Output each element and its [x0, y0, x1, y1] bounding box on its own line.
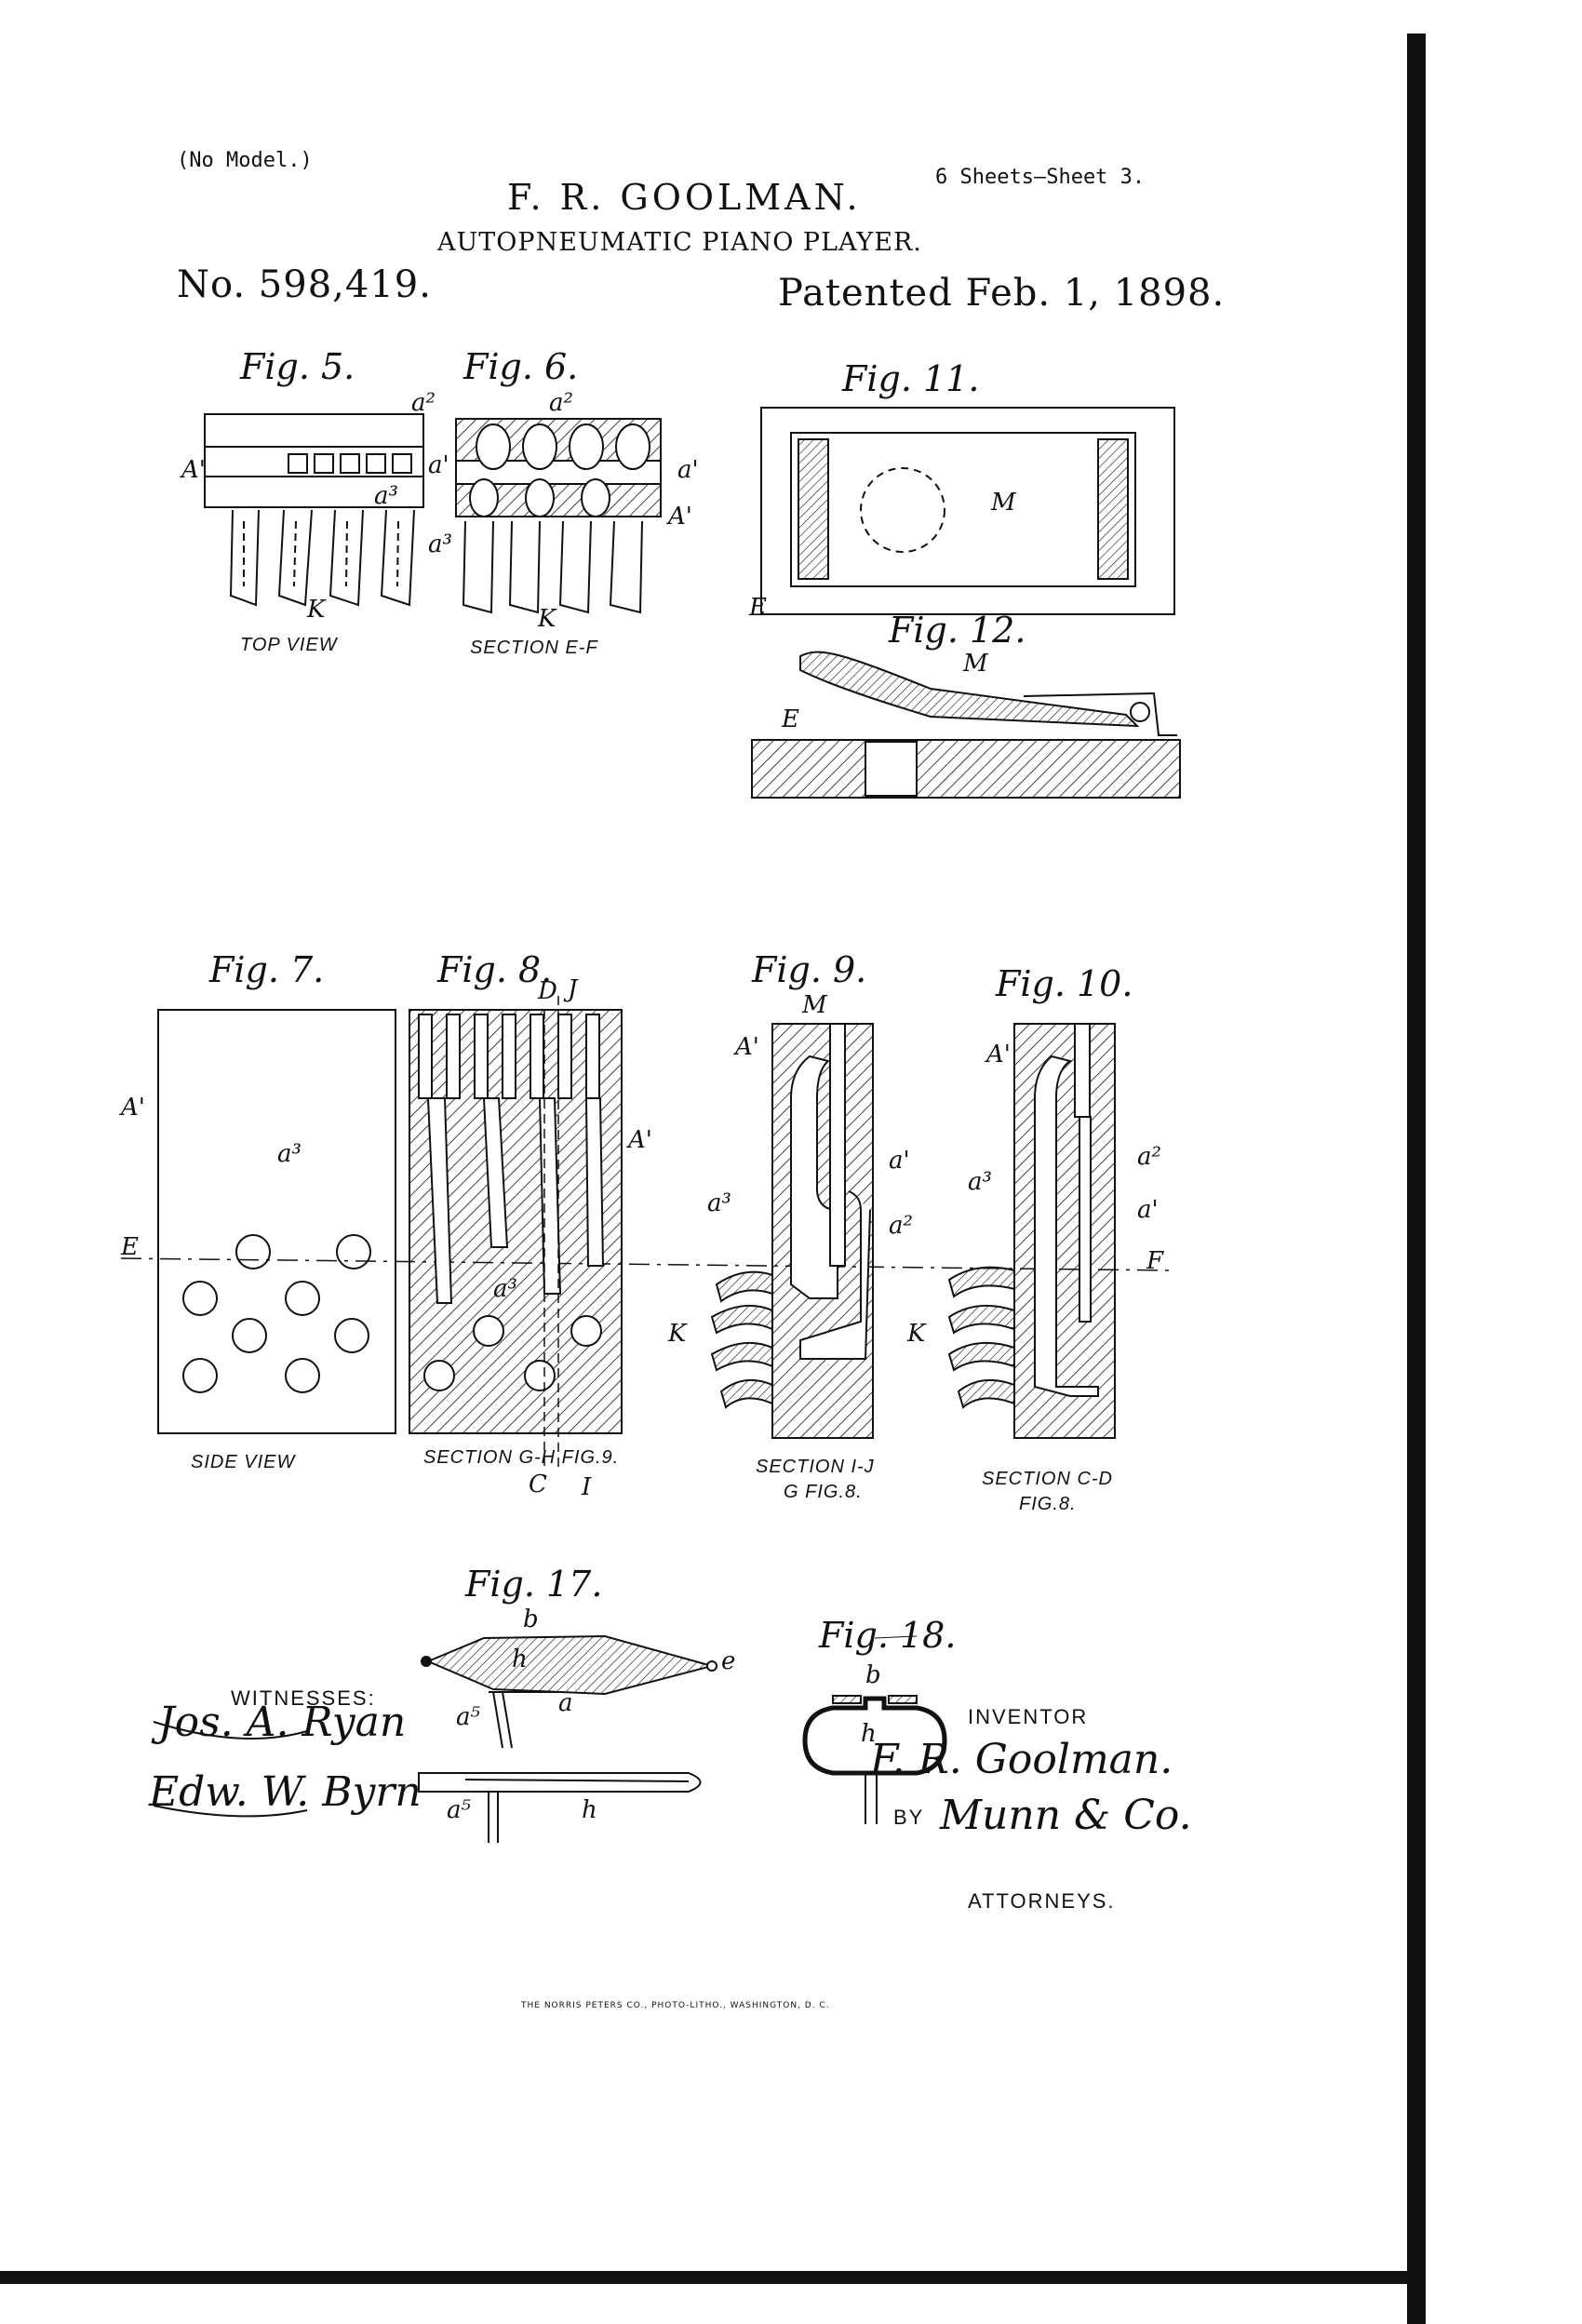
patent-number: No. 598,419.: [177, 263, 432, 306]
ref-a5-fig17-bottom: a⁵: [447, 1796, 471, 1824]
fig18-label: Fig. 18.: [819, 1615, 957, 1656]
ref-M-fig11: M: [991, 489, 1016, 517]
fig9-drawing: [710, 1023, 874, 1439]
ref-h-fig17-bottom: h: [582, 1796, 597, 1824]
inventor-signature: F. R. Goolman.: [870, 1736, 1173, 1783]
ref-h-fig18: h: [861, 1720, 877, 1748]
ref-A1-fig8: A': [628, 1126, 652, 1154]
ref-h-fig17: h: [512, 1646, 528, 1673]
fig5-drawing: [204, 413, 424, 607]
fig11-drawing: [760, 407, 1175, 615]
fig12-label: Fig. 12.: [889, 610, 1026, 651]
caption-section-cd-sub: FIG.8.: [1019, 1494, 1077, 1514]
ref-a-fig17: a: [558, 1689, 573, 1717]
patent-date: Patented Feb. 1, 1898.: [778, 272, 1226, 315]
caption-section-cd: SECTION C-D: [982, 1469, 1113, 1489]
ref-a1-fig9: a': [889, 1147, 910, 1175]
ref-a3-fig8: a³: [493, 1275, 517, 1303]
caption-section-gh: SECTION G-H FIG.9.: [423, 1447, 620, 1468]
caption-section-ij-sub: G FIG.8.: [784, 1482, 863, 1502]
witness-signature-1: Jos. A. Ryan: [158, 1699, 407, 1746]
ref-F-fig10: F: [1146, 1247, 1164, 1275]
ref-a1-fig5: a': [428, 451, 449, 479]
ref-A1-fig5: A': [181, 456, 206, 484]
caption-section-ef: SECTION E-F: [470, 638, 598, 658]
fig9-label: Fig. 9.: [752, 949, 867, 990]
ref-I-fig8: I: [582, 1473, 592, 1501]
ref-a3-fig5: a³: [374, 482, 398, 510]
ref-E-fig11: E: [749, 594, 767, 622]
ref-K-fig5: K: [307, 596, 326, 624]
fig17-label: Fig. 17.: [465, 1564, 603, 1605]
witness-signature-2: Edw. W. Byrn: [149, 1768, 422, 1816]
ref-a2-fig9: a²: [889, 1212, 913, 1240]
ref-E-fig7: E: [121, 1233, 139, 1261]
ref-C-fig8: C: [529, 1471, 547, 1498]
ref-a1-fig6: a': [677, 456, 699, 484]
scan-bottom-edge: [0, 2271, 1424, 2284]
attorney-signature: Munn & Co.: [940, 1792, 1192, 1839]
witnesses-label: WITNESSES:: [231, 1686, 376, 1710]
ref-b-fig18: b: [865, 1661, 881, 1689]
fig18-drawing: [802, 1695, 947, 1824]
ref-a2-fig5: a²: [411, 389, 436, 417]
fig8-label: Fig. 8.: [437, 949, 553, 990]
fig6-drawing: [455, 418, 662, 614]
ref-a2-fig10: a²: [1137, 1143, 1161, 1171]
fig10-drawing: [947, 1023, 1116, 1439]
fig6-label: Fig. 6.: [463, 346, 579, 387]
fig7-drawing: [157, 1009, 396, 1434]
fig11-label: Fig. 11.: [842, 358, 980, 399]
fig5-label: Fig. 5.: [240, 346, 355, 387]
ref-a3-fig7: a³: [277, 1140, 302, 1168]
fig8-drawing: [409, 996, 623, 1471]
no-model-note: (No Model.): [177, 149, 313, 172]
ref-a3-fig10: a³: [968, 1168, 992, 1196]
ref-M-fig12: M: [963, 650, 988, 678]
ref-a5-fig17-top: a⁵: [456, 1703, 480, 1731]
ref-D-fig8: D: [538, 977, 557, 1005]
caption-section-ij: SECTION I-J: [756, 1457, 875, 1477]
ref-a3-fig9: a³: [707, 1189, 731, 1217]
ref-a3-fig6: a³: [428, 531, 452, 558]
ref-K-fig10: K: [907, 1320, 926, 1348]
invention-title: AUTOPNEUMATIC PIANO PLAYER.: [437, 228, 922, 257]
ref-M-fig9: M: [802, 991, 827, 1019]
ref-a1-fig10: a': [1137, 1196, 1159, 1224]
caption-top-view: TOP VIEW: [240, 635, 338, 655]
ref-A1-fig6: A': [668, 503, 692, 531]
ref-e-fig17: e: [721, 1647, 736, 1675]
ref-a2-fig6: a²: [549, 389, 573, 417]
scan-right-edge: [1407, 34, 1426, 2324]
ref-A1-fig7: A': [121, 1094, 145, 1122]
caption-side-view: SIDE VIEW: [191, 1452, 296, 1472]
lithographer-imprint: THE NORRIS PETERS CO., PHOTO-LITHO., WAS…: [521, 2001, 830, 2010]
fig17-drawing: [418, 1634, 717, 1843]
ref-A1-fig9: A': [735, 1033, 759, 1061]
fig7-label: Fig. 7.: [209, 949, 325, 990]
ref-b-fig17: b: [523, 1605, 539, 1633]
ref-K-fig9: K: [668, 1320, 687, 1348]
ref-E-fig12: E: [782, 705, 799, 733]
fig12-drawing: [751, 651, 1181, 799]
inventor-label: INVENTOR: [968, 1705, 1089, 1728]
inventor-heading: F. R. GOOLMAN.: [507, 177, 862, 218]
ref-K-fig6: K: [538, 605, 556, 633]
ref-J-fig8: J: [568, 975, 578, 1003]
ref-A1-fig10: A': [986, 1041, 1011, 1068]
attorneys-label: ATTORNEYS.: [968, 1889, 1116, 1913]
by-label: BY: [893, 1806, 925, 1829]
fig10-label: Fig. 10.: [996, 963, 1133, 1004]
sheet-count: 6 Sheets—Sheet 3.: [935, 166, 1146, 189]
